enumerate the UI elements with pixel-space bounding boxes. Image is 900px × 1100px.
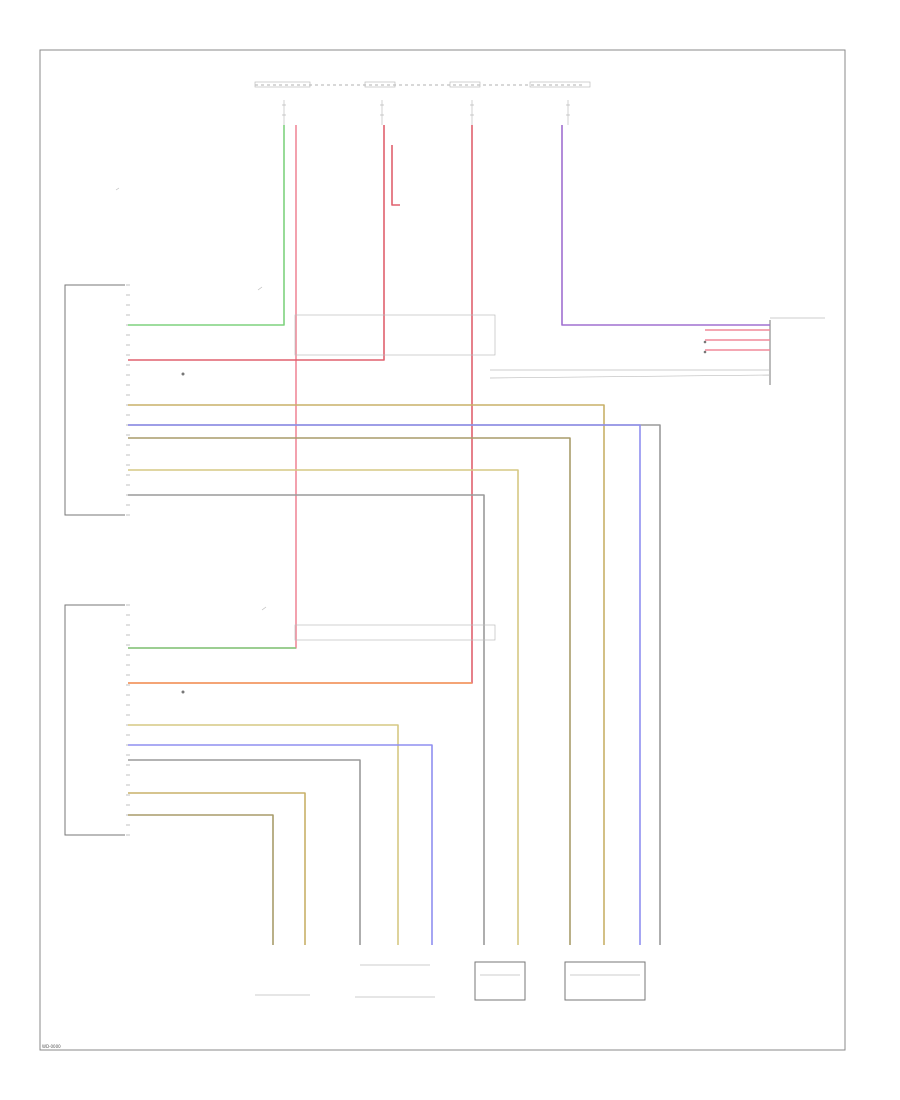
wire-green-0 bbox=[128, 125, 285, 326]
module-pin-ticks bbox=[126, 284, 130, 836]
right-rear-seat-module bbox=[64, 284, 125, 516]
splice-dot-3 bbox=[703, 340, 707, 344]
component-box-4 bbox=[564, 961, 646, 1001]
wire-grey-7 bbox=[128, 424, 661, 945]
misc-marks bbox=[115, 187, 707, 694]
wire-tan-15 bbox=[128, 792, 306, 945]
wire-tan-6 bbox=[128, 404, 605, 945]
wire-grey-14 bbox=[128, 759, 361, 945]
power-distribution-bus bbox=[254, 81, 591, 88]
connector-frame-upper bbox=[294, 314, 496, 356]
left-rear-seat-module bbox=[64, 604, 125, 836]
wire-pink-19 bbox=[705, 329, 770, 351]
fuse-block-4 bbox=[529, 81, 591, 88]
wire-pink-1 bbox=[128, 125, 297, 649]
wire-olive-8 bbox=[128, 437, 571, 945]
wire-purple-4 bbox=[561, 125, 770, 326]
wire-yellow_tan-9 bbox=[128, 469, 519, 945]
wire-red-3 bbox=[391, 145, 400, 206]
bottom-components bbox=[255, 961, 646, 1001]
wire-olive-16 bbox=[128, 814, 274, 945]
splice-dot-1 bbox=[181, 372, 185, 376]
modules bbox=[64, 284, 771, 836]
fuse-symbols bbox=[282, 100, 570, 125]
diagram-frame bbox=[39, 49, 846, 1051]
wire-yellow_tan-12 bbox=[128, 724, 399, 945]
splice-dot-4 bbox=[703, 350, 707, 354]
fuse-block-3 bbox=[449, 81, 481, 88]
wire-red-2 bbox=[128, 125, 385, 361]
wire-red-5 bbox=[128, 125, 473, 684]
wire-blue-17 bbox=[128, 424, 641, 945]
component-box-3 bbox=[474, 961, 526, 1001]
fuse-block-2 bbox=[364, 81, 396, 88]
wire-blue-13 bbox=[128, 744, 433, 945]
splice-dot-2 bbox=[181, 690, 185, 694]
fuse-block-1 bbox=[254, 81, 311, 88]
connector-frame-lower bbox=[294, 624, 496, 641]
figure-code: WD-0000 bbox=[42, 1044, 61, 1049]
connector-frames bbox=[294, 314, 825, 641]
wires bbox=[128, 125, 770, 945]
wire-grey-10 bbox=[128, 494, 485, 945]
